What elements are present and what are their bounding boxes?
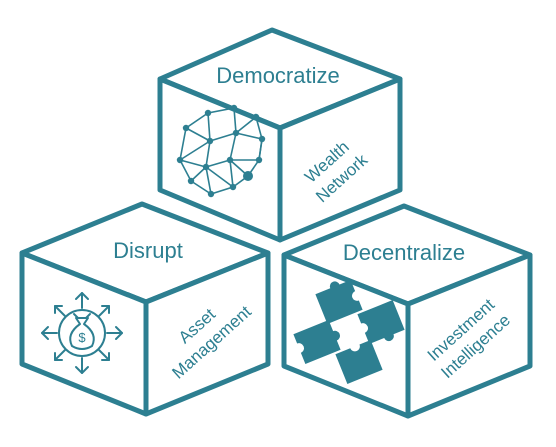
cube-decentralize-outline [281,203,533,419]
puzzle-piece-3 [293,320,341,364]
money-arrows-icon: $ [41,292,123,374]
puzzle-piece-1 [315,280,363,324]
cube-decentralize-top-label: Decentralize [343,240,465,265]
puzzle-piece-4 [335,340,383,384]
cube-disrupt-top-label: Disrupt [113,238,183,263]
cube-decentralize: Decentralize Investment Intelligence [281,203,533,419]
cube-democratize-outline [157,27,403,243]
puzzle-pieces-icon [293,280,405,384]
cube-disrupt: Disrupt $ Asset Ma [19,201,271,417]
dollar-glyph: $ [78,330,86,345]
cube-democratize: Democratize [157,27,403,243]
cube-democratize-top-label: Democratize [216,63,339,88]
cube-disrupt-outline [19,201,271,417]
network-mesh-icon [176,104,266,198]
puzzle-piece-2 [357,300,405,344]
